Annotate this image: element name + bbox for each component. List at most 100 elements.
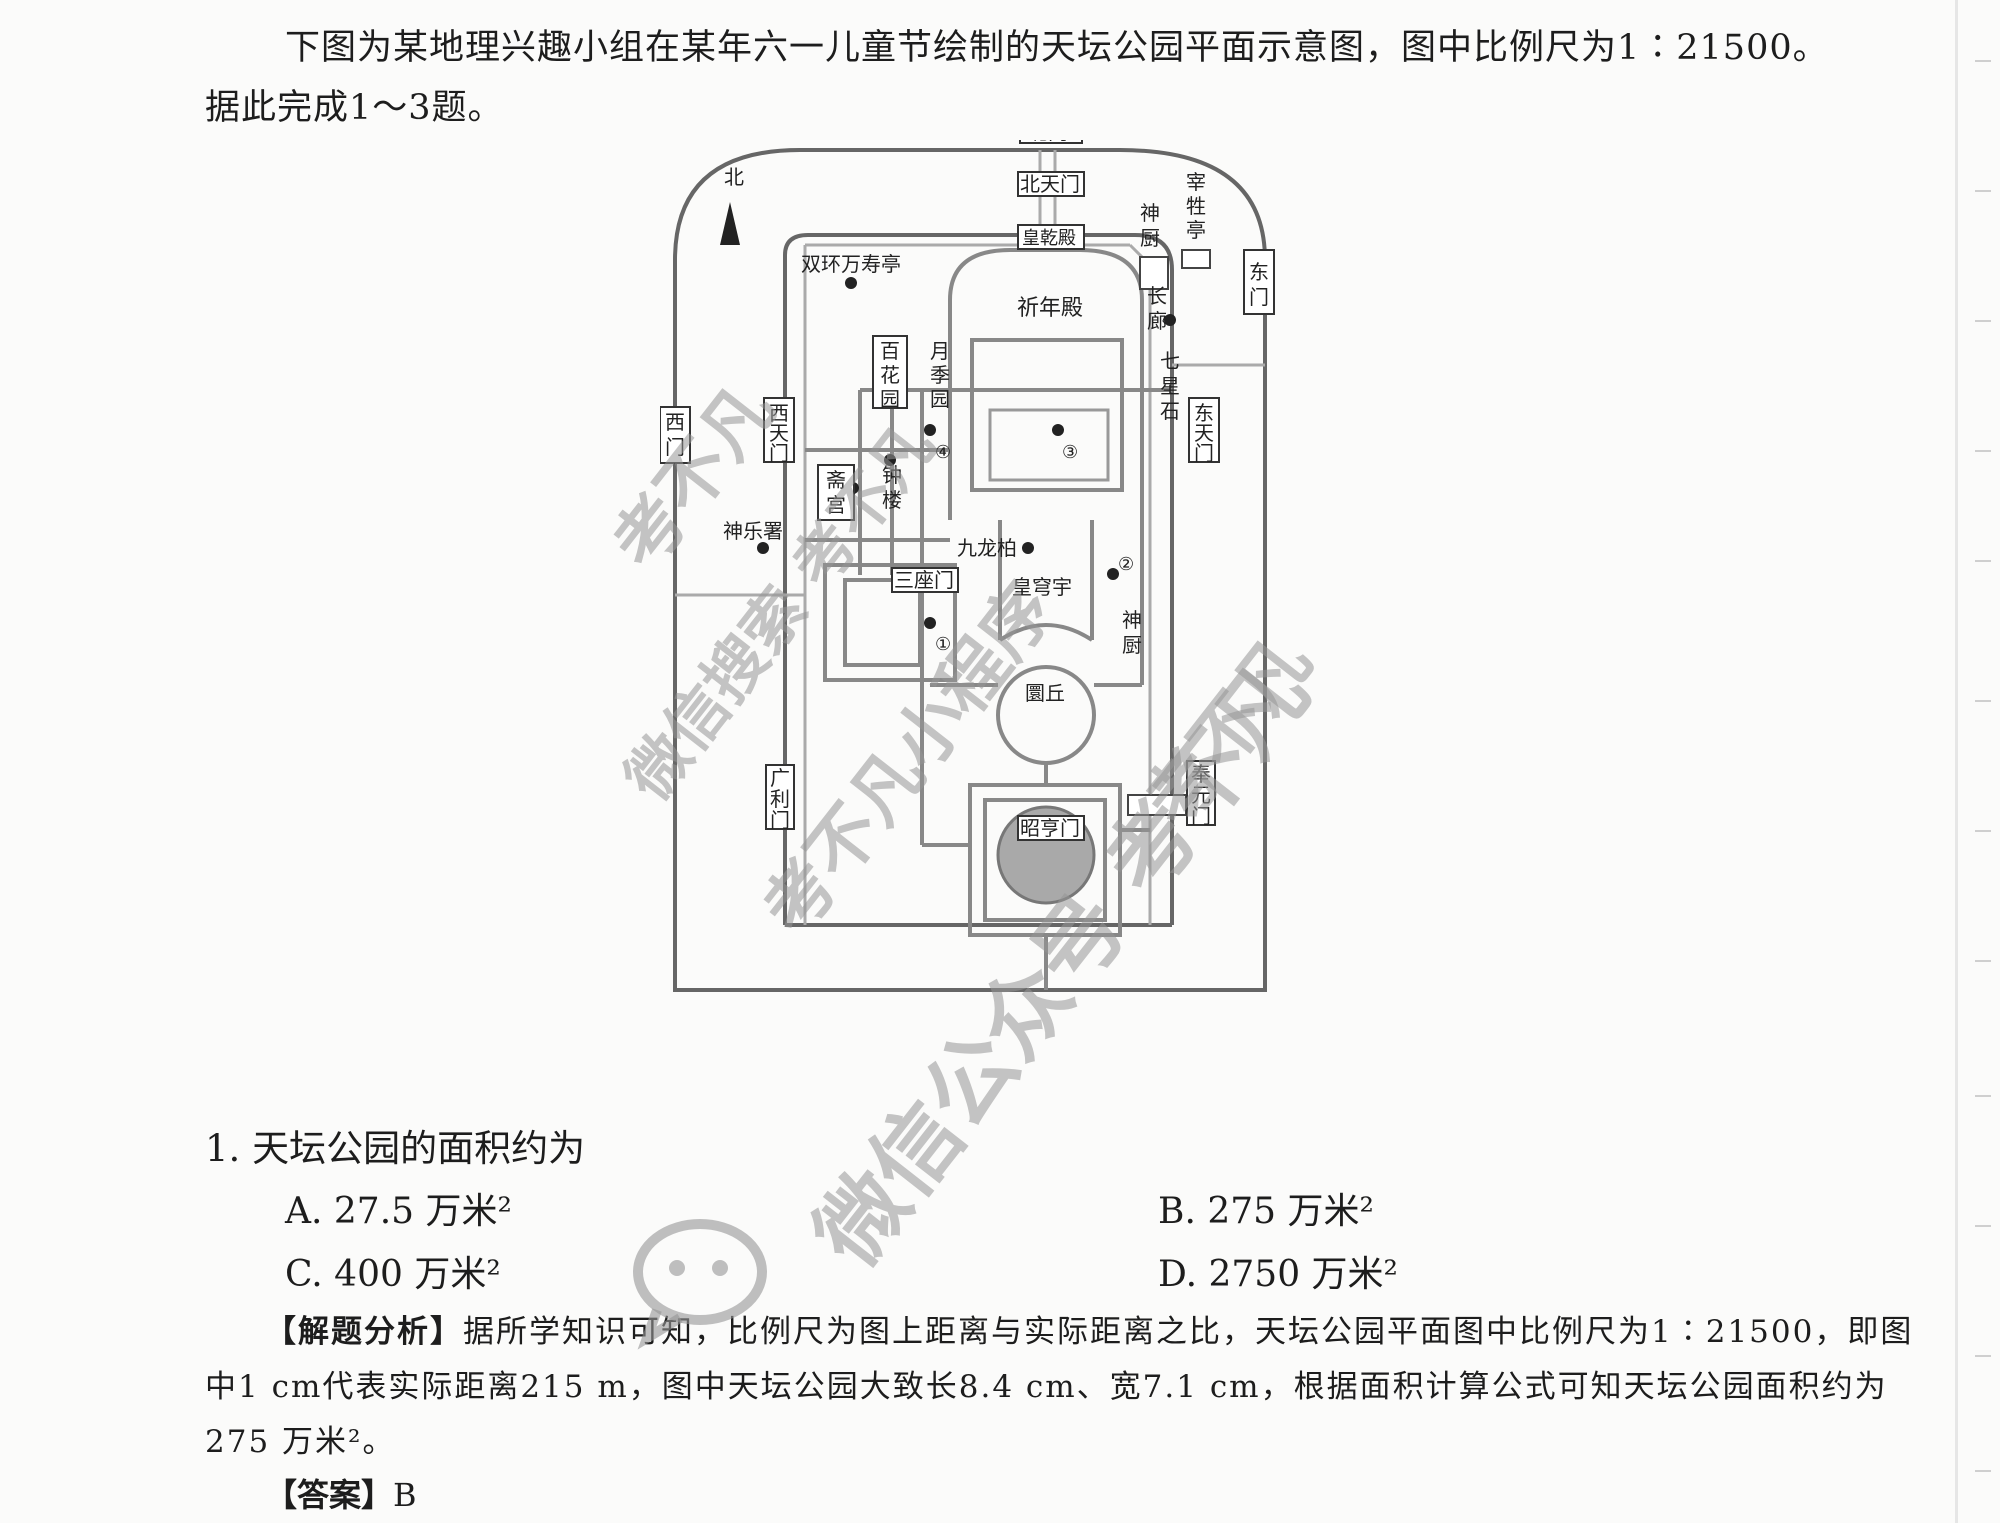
answer-value: B xyxy=(393,1476,417,1514)
edge-tick xyxy=(1975,1470,1991,1472)
gate-west-heaven-3: 门 xyxy=(769,441,789,465)
marker-zhonglou-dot xyxy=(884,454,896,466)
guangli-gate-box xyxy=(765,764,795,830)
inner-wall xyxy=(783,233,1174,925)
analysis-text: 据所学知识可知，比例尺为图上距离与实际距离之比，天坛公园平面图中比例尺为1∶21… xyxy=(205,1314,1914,1460)
gate-east-heaven-2: 天 xyxy=(1194,421,1214,445)
option-c-letter: C. xyxy=(285,1254,323,1295)
sanzuo-gate-box xyxy=(891,567,959,593)
option-c-value: 400 万米² xyxy=(334,1254,501,1295)
label-qixingshi-2: 星 xyxy=(1160,374,1180,398)
gate-west-heaven-1: 西 xyxy=(769,401,789,425)
gate-guangli-3: 门 xyxy=(770,808,790,832)
answer-block: 【答案】B xyxy=(265,1470,417,1516)
edge-tick xyxy=(1975,60,1991,62)
intro-line-2: 据此完成1～3题。 xyxy=(205,88,504,128)
north-label: 北 xyxy=(724,165,744,189)
label-shenyueshu: 神乐署 xyxy=(723,519,783,543)
intro-text: 下图为某地理兴趣小组在某年六一儿童节绘制的天坛公园平面示意图，图中比例尺为1∶2… xyxy=(205,18,1945,138)
gate-sanzuo: 三座门 xyxy=(894,568,954,592)
gate-fengyuan-2: 元 xyxy=(1191,783,1211,807)
north-heaven-gate-box xyxy=(1017,171,1085,197)
label-shenchu-top-1: 神 xyxy=(1140,201,1160,225)
option-a-value: 27.5 万米² xyxy=(333,1191,512,1232)
option-b[interactable]: B. 275 万米² xyxy=(1158,1182,1374,1234)
gate-east-1: 东 xyxy=(1249,260,1269,284)
page-edge xyxy=(1955,0,1958,1523)
edge-tick xyxy=(1975,190,1991,192)
intro-line-1: 下图为某地理兴趣小组在某年六一儿童节绘制的天坛公园平面示意图，图中比例尺为1∶2… xyxy=(285,28,1829,68)
label-zhonglou-2: 楼 xyxy=(882,488,902,512)
baihua-box xyxy=(872,335,908,409)
qinian-building xyxy=(988,408,1110,482)
marker-2-dot xyxy=(1107,568,1119,580)
gate-west-1: 西 xyxy=(665,410,685,434)
edge-tick xyxy=(1975,320,1991,322)
shenchu-box-bottom xyxy=(1127,794,1187,816)
label-yueji-2: 季 xyxy=(930,363,950,387)
outer-wall xyxy=(673,148,1267,992)
label-zhaigong-1: 斋 xyxy=(826,468,846,492)
edge-tick xyxy=(1975,1095,1991,1097)
east-gate-box xyxy=(1243,249,1275,315)
gate-guangli-1: 广 xyxy=(770,766,790,790)
gate-zhaoheng: 昭亨门 xyxy=(1020,816,1080,840)
label-qixingshi-3: 石 xyxy=(1160,399,1180,423)
label-zaisheng-2: 牲 xyxy=(1186,194,1206,218)
marker-jiulongbai-dot xyxy=(1022,542,1034,554)
gate-east-heaven-3: 门 xyxy=(1194,441,1214,465)
gate-guangli-2: 利 xyxy=(770,787,790,811)
gate-north: 北门 xyxy=(1028,140,1068,144)
label-baihua-3: 园 xyxy=(880,387,900,411)
option-a-letter: A. xyxy=(285,1191,323,1232)
label-qixingshi-1: 七 xyxy=(1160,349,1180,373)
label-shuanghuan: 双环万寿亭 xyxy=(801,252,901,276)
label-yueji-3: 园 xyxy=(930,387,950,411)
option-d-value: 2750 万米² xyxy=(1208,1254,1398,1295)
gate-fengyuan-3: 门 xyxy=(1191,804,1211,828)
gate-fengyuan-1: 奉 xyxy=(1191,762,1211,786)
edge-tick xyxy=(1975,450,1991,452)
west-gate-box xyxy=(660,406,691,464)
analysis-block: 【解题分析】据所学知识可知，比例尺为图上距离与实际距离之比，天坛公园平面图中比例… xyxy=(205,1305,1925,1470)
label-baihua-2: 花 xyxy=(880,363,900,387)
zaisheng-box xyxy=(1181,249,1211,269)
edge-tick xyxy=(1975,960,1991,962)
marker-changlang-dot xyxy=(1164,314,1176,326)
question-text: 天坛公园的面积约为 xyxy=(252,1127,586,1170)
edge-tick xyxy=(1975,700,1991,702)
marker-4: ④ xyxy=(935,442,951,463)
west-heaven-gate-box xyxy=(763,397,795,463)
label-changlang-1: 长 xyxy=(1147,284,1167,308)
label-zhaigong-2: 宫 xyxy=(826,493,846,517)
label-shenchu-top-2: 厨 xyxy=(1140,226,1160,250)
zhaoheng-gate-box xyxy=(1017,815,1085,841)
option-c[interactable]: C. 400 万米² xyxy=(285,1245,501,1297)
marker-shenyueshu-dot xyxy=(757,542,769,554)
marker-2: ② xyxy=(1118,554,1134,575)
north-arrow-icon xyxy=(720,202,740,245)
label-zaisheng-3: 亭 xyxy=(1186,218,1206,242)
gate-west-2: 门 xyxy=(665,435,685,459)
option-d[interactable]: D. 2750 万米² xyxy=(1158,1245,1398,1297)
edge-tick xyxy=(1975,1225,1991,1227)
option-a[interactable]: A. 27.5 万米² xyxy=(285,1182,512,1234)
gate-east-2: 门 xyxy=(1249,285,1269,309)
marker-1: ① xyxy=(935,634,951,655)
label-shenchu-bottom-1: 神 xyxy=(1122,608,1142,632)
marker-1-dot xyxy=(924,617,936,629)
wechat-watermark-icon xyxy=(633,1219,767,1350)
gate-north-heaven: 北天门 xyxy=(1020,172,1080,196)
label-zhonglou-1: 钟 xyxy=(882,463,902,487)
marker-3: ③ xyxy=(1062,442,1078,463)
label-yuanqiu: 圜丘 xyxy=(1025,681,1065,705)
gate-east-heaven-1: 东 xyxy=(1194,401,1214,425)
marker-shuanghuan-dot xyxy=(845,277,857,289)
zhaigong-box xyxy=(817,464,855,521)
answer-tag: 【答案】 xyxy=(265,1476,394,1514)
option-b-value: 275 万米² xyxy=(1207,1191,1374,1232)
vertical-labels: 东 门 东 天 门 西 门 西 天 门 广 利 门 奉 元 门 神 厨 宰 牲 xyxy=(665,170,1269,832)
question-1: 1. 天坛公园的面积约为 xyxy=(205,1118,585,1172)
label-shenchu-bottom-2: 厨 xyxy=(1122,633,1142,657)
